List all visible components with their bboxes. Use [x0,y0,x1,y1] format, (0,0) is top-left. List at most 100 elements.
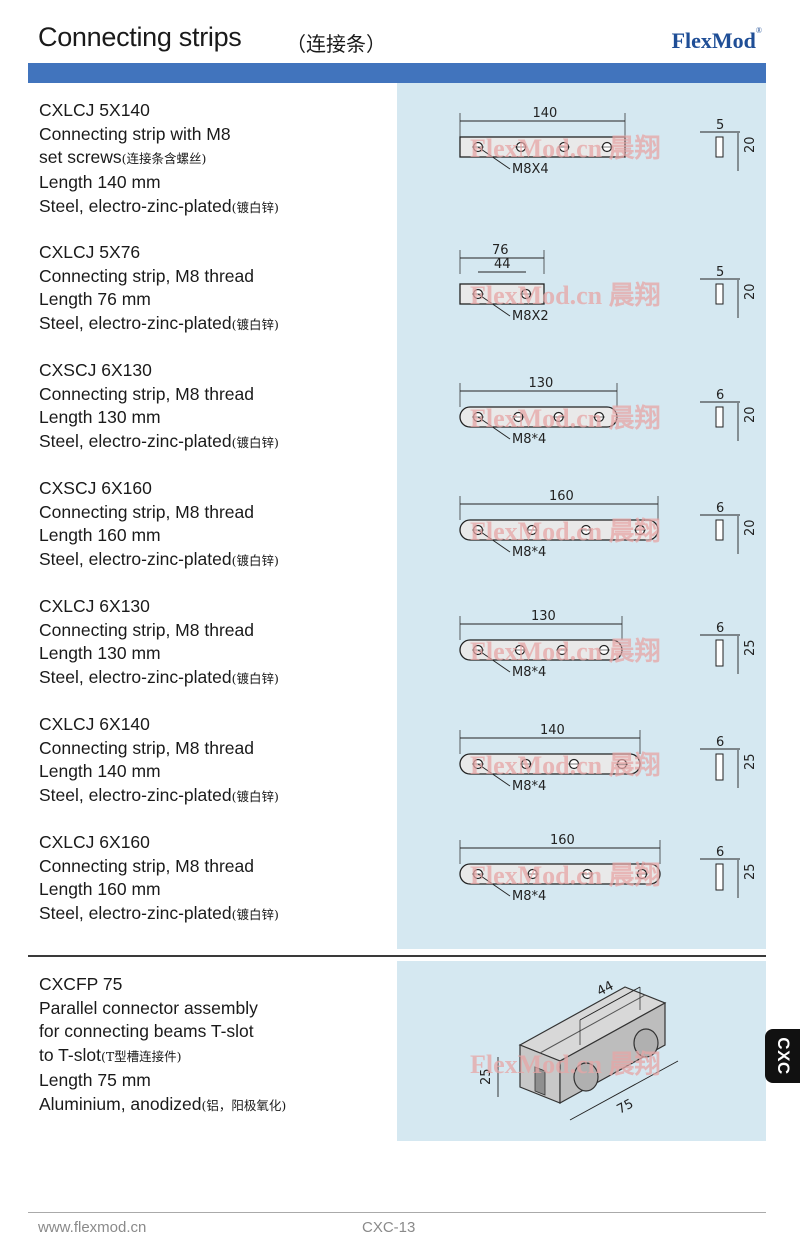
product-length: Length 130 mm [39,643,161,664]
assembly-drawing: 44 25 75 FlexMod.cn 晨翔 [420,965,760,1140]
material-text: Steel, electro-zinc-plated [39,549,232,570]
product-cxscj-6x160: CXSCJ 6X160 Connecting strip, M8 thread … [39,477,279,573]
product-description: Parallel connector assembly [39,997,258,1018]
product-material: Aluminium, anodized(铝，阳极氧化) [39,1093,286,1118]
height-dimension-label: 20 [743,406,758,423]
product-cxlcj-6x130: CXLCJ 6X130 Connecting strip, M8 thread … [39,595,279,691]
material-text: Steel, electro-zinc-plated [39,785,232,806]
height-dimension-label: 20 [743,136,758,153]
height-dimension-label: 25 [743,863,758,880]
product-length: Length 140 mm [39,172,161,193]
section-tab-label: CXC [773,1037,793,1075]
drawing-panel [397,83,766,949]
strip-side-view [715,519,724,541]
product-code: CXSCJ 6X130 [39,360,152,380]
strip-side-view [715,863,724,891]
length-dimension-label: 140 [533,106,558,121]
length-dimension-label: 130 [529,376,554,391]
product-cxlcj-6x140: CXLCJ 6X140 Connecting strip, M8 thread … [39,713,279,809]
material-chinese: (镀白锌) [231,199,279,215]
page-number: CXC-13 [362,1219,416,1236]
hole-callout-label: M8*4 [512,889,546,904]
leader-line [477,529,511,553]
footer-url[interactable]: www.flexmod.cn [38,1219,147,1236]
watermark: FlexMod.cn 晨翔 [470,404,661,433]
product-description-3: to T-slot(T型槽连接件) [39,1044,286,1069]
bolt-head [573,1062,599,1092]
product-description: Connecting strip, M8 thread [39,737,254,758]
height-dimension-label: 25 [743,753,758,770]
thickness-dimension-label: 6 [716,501,724,516]
watermark: FlexMod.cn 晨翔 [470,637,661,666]
header-bar [28,63,766,83]
strip-outline [459,406,618,428]
product-description-2: for connecting beams T-slot [39,1021,254,1042]
strip-side-view [715,283,724,305]
hole-callout-label: M8X4 [512,162,549,177]
dimension-line [579,986,641,1021]
product-material: Steel, electro-zinc-plated(镀白锌) [39,666,279,691]
dimension-height-label: 25 [479,1068,494,1085]
page-title-chinese: （连接条） [286,32,386,56]
product-length: Length 160 mm [39,525,161,546]
material-chinese: (镀白锌) [231,553,279,569]
strip-outline [459,639,623,661]
leader-line [477,763,511,787]
product-code: CXLCJ 5X140 [39,100,150,120]
leader-line [477,146,511,170]
product-description: Connecting strip, M8 thread [39,619,254,640]
thickness-dimension-label: 5 [716,265,724,280]
product-material: Steel, electro-zinc-plated(镀白锌) [39,430,279,455]
material-chinese: (镀白锌) [231,671,279,687]
strip-side-view [715,406,724,428]
height-dimension-label: 20 [743,519,758,536]
strip-side-view [715,639,724,667]
section-tab[interactable]: CXC [765,1029,800,1083]
product-code: CXLCJ 6X130 [39,596,150,616]
strip-outline [459,136,626,158]
material-text: Steel, electro-zinc-plated [39,667,232,688]
brand-logo: FlexMod® [672,26,762,54]
leader-line [477,649,511,673]
slot-groove [534,1066,546,1096]
product-code: CXLCJ 6X160 [39,832,150,852]
material-text: Steel, electro-zinc-plated [39,903,232,924]
description-text: set screws [39,147,122,168]
product-code: CXLCJ 6X140 [39,714,150,734]
thickness-dimension-label: 6 [716,388,724,403]
material-chinese: (镀白锌) [231,789,279,805]
product-description: Connecting strip, M8 thread [39,265,254,286]
thickness-dimension-label: 6 [716,735,724,750]
strip-side-view [715,136,724,158]
leader-line [477,293,511,317]
hole-callout-label: M8*4 [512,432,546,447]
product-material: Steel, electro-zinc-plated(镀白锌) [39,195,279,220]
description-chinese: (连接条含螺丝) [121,151,207,167]
length-dimension-label: 160 [549,489,574,504]
product-description-2: set screws(连接条含螺丝) [39,146,279,171]
material-chinese: (镀白锌) [231,907,279,923]
product-description: Connecting strip, M8 thread [39,383,254,404]
product-description: Connecting strip, M8 thread [39,501,254,522]
product-material: Steel, electro-zinc-plated(镀白锌) [39,784,279,809]
watermark: FlexMod.cn 晨翔 [470,751,661,780]
strip-outline [459,283,545,305]
length-dimension-label: 76 [492,243,509,258]
product-description: Connecting strip, M8 thread [39,855,254,876]
product-cxcfp-75: CXCFP 75 Parallel connector assembly for… [39,973,286,1117]
product-length: Length 75 mm [39,1069,151,1090]
height-dimension-label: 20 [743,283,758,300]
product-description: Connecting strip with M8 [39,123,231,144]
strip-outline [459,753,641,775]
product-material: Steel, electro-zinc-plated(镀白锌) [39,312,279,337]
product-code: CXSCJ 6X160 [39,478,152,498]
